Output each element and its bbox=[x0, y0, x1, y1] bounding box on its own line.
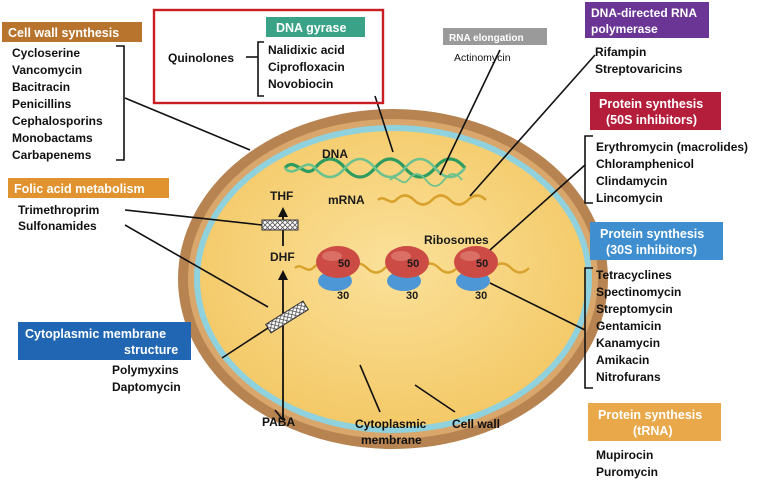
ribosome-1 bbox=[316, 246, 360, 291]
svg-text:(tRNA): (tRNA) bbox=[633, 424, 673, 438]
protein-synthesis-50s-header: Protein synthesis (50S inhibitors) bbox=[590, 92, 721, 130]
svg-text:structure: structure bbox=[124, 343, 178, 357]
cytoplasmic-membrane-header: Cytoplasmic membrane structure bbox=[18, 322, 191, 360]
drug-item: Spectinomycin bbox=[596, 285, 681, 299]
protein-synthesis-trna-header: Protein synthesis (tRNA) bbox=[588, 403, 721, 441]
cytoplasmic-membrane-label-line1: Cytoplasmic bbox=[355, 417, 427, 431]
drug-item: Polymyxins bbox=[112, 363, 179, 377]
drug-item: Novobiocin bbox=[268, 77, 333, 91]
drug-item: Vancomycin bbox=[12, 63, 82, 77]
drug-item: Gentamicin bbox=[596, 319, 661, 333]
drug-item: Lincomycin bbox=[596, 191, 663, 205]
svg-text:(50S inhibitors): (50S inhibitors) bbox=[606, 113, 697, 127]
dna-helix bbox=[283, 157, 467, 187]
rna-polymerase-header: DNA-directed RNA polymerase bbox=[585, 2, 709, 38]
svg-text:Protein synthesis: Protein synthesis bbox=[599, 97, 703, 111]
svg-text:Folic acid metabolism: Folic acid metabolism bbox=[14, 182, 145, 196]
ribosome-3 bbox=[454, 246, 498, 291]
ribosomes-label: Ribosomes bbox=[424, 233, 489, 247]
cell-wall-drug-list: Cycloserine Vancomycin Bacitracin Penici… bbox=[12, 46, 103, 162]
protein-synthesis-30s-header: Protein synthesis (30S inhibitors) bbox=[590, 222, 723, 260]
drug-item: Kanamycin bbox=[596, 336, 660, 350]
dna-gyrase-header: DNA gyrase bbox=[266, 17, 365, 37]
protein-trna-drug-list: Mupirocin Puromycin bbox=[596, 448, 658, 479]
thf-label: THF bbox=[270, 189, 293, 203]
drug-item: Cephalosporins bbox=[12, 114, 103, 128]
drug-item: Streptomycin bbox=[596, 302, 673, 316]
drug-item: Tetracyclines bbox=[596, 268, 672, 282]
mrna-label: mRNA bbox=[328, 193, 365, 207]
leader-lines bbox=[124, 49, 596, 421]
actinomycin-label: Actinomycin bbox=[454, 52, 511, 64]
paba-arrowhead bbox=[278, 270, 288, 280]
cell-wall-label: Cell wall bbox=[452, 417, 500, 431]
drug-item: Nalidixic acid bbox=[268, 43, 345, 57]
drug-item: Rifampin bbox=[595, 45, 646, 59]
drug-item: Puromycin bbox=[596, 465, 658, 479]
protein-50s-drug-list: Erythromycin (macrolides) Chloramphenico… bbox=[596, 140, 748, 205]
drug-item: Ciprofloxacin bbox=[268, 60, 345, 74]
folic-acid-drug-list: Trimethroprim Sulfonamides bbox=[18, 203, 99, 233]
drug-item: Bacitracin bbox=[12, 80, 70, 94]
drug-item: Amikacin bbox=[596, 353, 649, 367]
drug-item: Cycloserine bbox=[12, 46, 80, 60]
dna-gyrase-box bbox=[152, 8, 385, 105]
ribosome-2-large-subunit: 50 bbox=[407, 258, 419, 270]
cytoplasmic-membrane-label-line2: membrane bbox=[361, 433, 422, 447]
dna-gyrase-drug-list: Nalidixic acid Ciprofloxacin Novobiocin bbox=[268, 43, 345, 91]
protein-30s-drug-list: Tetracyclines Spectinomycin Streptomycin… bbox=[596, 268, 681, 384]
drug-item: Clindamycin bbox=[596, 174, 667, 188]
ribosome-1-small-subunit: 30 bbox=[337, 290, 349, 302]
cell-wall-synthesis-header: Cell wall synthesis bbox=[2, 22, 142, 42]
ribosome-1-large-subunit: 50 bbox=[338, 258, 350, 270]
paba-label: PABA bbox=[262, 415, 295, 429]
drug-item: Mupirocin bbox=[596, 448, 653, 462]
drug-item: Daptomycin bbox=[112, 380, 181, 394]
drug-item: Monobactams bbox=[12, 131, 93, 145]
svg-text:polymerase: polymerase bbox=[591, 22, 658, 36]
svg-text:Protein synthesis: Protein synthesis bbox=[600, 227, 704, 241]
ribosome-2 bbox=[385, 246, 429, 291]
rna-polymerase-drug-list: Rifampin Streptovaricins bbox=[595, 45, 683, 76]
drug-item: Trimethroprim bbox=[18, 203, 99, 217]
ribosome-2-small-subunit: 30 bbox=[406, 290, 418, 302]
rna-elongation-header: RNA elongation bbox=[443, 28, 547, 45]
ribosome-3-small-subunit: 30 bbox=[475, 290, 487, 302]
folic-acid-metabolism-header: Folic acid metabolism bbox=[8, 178, 169, 198]
dhf-arrowhead bbox=[278, 207, 288, 217]
dna-label: DNA bbox=[322, 147, 348, 161]
mrna-strand bbox=[377, 194, 487, 206]
svg-text:DNA-directed RNA: DNA-directed RNA bbox=[591, 6, 697, 20]
drug-item: Penicillins bbox=[12, 97, 72, 111]
drug-item: Nitrofurans bbox=[596, 370, 661, 384]
ribosome-3-large-subunit: 50 bbox=[476, 258, 488, 270]
svg-text:Cell wall synthesis: Cell wall synthesis bbox=[8, 26, 119, 40]
drug-item: Streptovaricins bbox=[595, 62, 683, 76]
drug-item: Erythromycin (macrolides) bbox=[596, 140, 748, 154]
brackets bbox=[116, 41, 593, 389]
svg-text:Cytoplasmic membrane: Cytoplasmic membrane bbox=[25, 327, 166, 341]
drug-item: Sulfonamides bbox=[18, 219, 97, 233]
quinolones-label: Quinolones bbox=[168, 51, 234, 65]
trimethoprim-block bbox=[261, 219, 299, 231]
membrane-drug-list: Polymyxins Daptomycin bbox=[112, 363, 181, 394]
drug-item: Carbapenems bbox=[12, 148, 92, 162]
svg-text:RNA elongation: RNA elongation bbox=[449, 33, 524, 44]
svg-text:DNA gyrase: DNA gyrase bbox=[276, 21, 346, 35]
svg-text:Protein synthesis: Protein synthesis bbox=[598, 408, 702, 422]
svg-text:(30S inhibitors): (30S inhibitors) bbox=[606, 243, 697, 257]
drug-item: Chloramphenicol bbox=[596, 157, 694, 171]
dhf-label: DHF bbox=[270, 250, 295, 264]
